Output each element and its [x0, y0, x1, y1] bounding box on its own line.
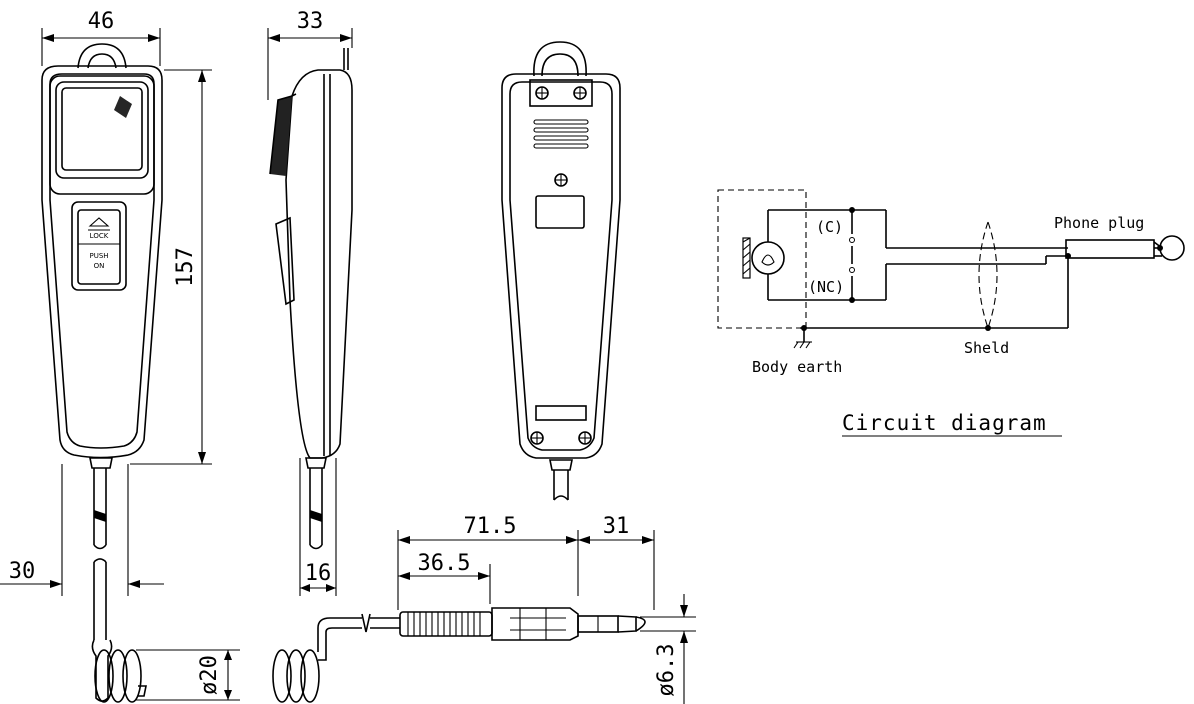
contact-c-label: (C): [816, 218, 843, 236]
cable-thickness-dimension: 16: [305, 561, 332, 586]
screw-icon: [554, 173, 568, 187]
circuit-diagram: (C) (NC) Sheld Body earth Phone pl: [717, 189, 1185, 437]
dimensions: 46 33 157 30 16 ø20: [0, 9, 696, 704]
body-earth-label: Body earth: [752, 358, 842, 376]
plug-body-dimension: 36.5: [418, 551, 471, 576]
lock-label: LOCK: [90, 232, 109, 240]
speaker-grille-icon: [114, 96, 132, 118]
vent-slots-icon: [533, 119, 589, 149]
lock-arrow-icon: [88, 217, 110, 227]
push-label: PUSH: [89, 252, 108, 260]
phone-plug-label: Phone plug: [1054, 214, 1144, 232]
side-view: [269, 48, 353, 550]
circuit-diagram-title: Circuit diagram: [842, 411, 1047, 435]
front-view: LOCK PUSH ON: [41, 43, 163, 640]
switch-contact-icon: [849, 207, 855, 303]
depth-dimension: 33: [297, 9, 324, 34]
height-dimension: 157: [173, 247, 198, 287]
plug-diameter-dimension: ø6.3: [654, 644, 679, 697]
screw-icon: [573, 86, 587, 100]
screw-icon: [535, 86, 549, 100]
screw-icon: [578, 431, 592, 445]
contact-nc-label: (NC): [808, 278, 844, 296]
microphone-enclosure: [717, 189, 807, 329]
shield-label: Sheld: [964, 339, 1009, 357]
rear-view: [501, 41, 621, 501]
width-dimension: 46: [88, 9, 115, 34]
microphone-icon: [742, 237, 785, 279]
plug-total-dimension: 71.5: [464, 514, 517, 539]
cable-offset-dimension: 30: [9, 559, 36, 584]
screw-icon: [530, 431, 544, 445]
shield-icon: [978, 221, 998, 329]
ground-icon: [793, 328, 812, 349]
plug-tip-dimension: 31: [603, 514, 630, 539]
on-label: ON: [94, 262, 105, 270]
phone-plug: [399, 607, 646, 641]
phone-plug-symbol: [1065, 235, 1185, 261]
coil-diameter-dimension: ø20: [197, 655, 222, 695]
coiled-cord: [91, 613, 400, 703]
